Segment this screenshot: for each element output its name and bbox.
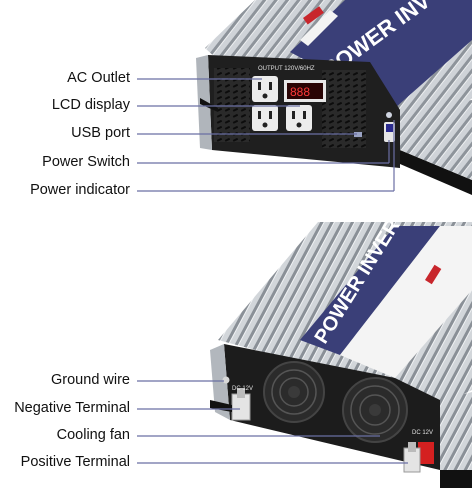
label-usb-port: USB port: [71, 125, 130, 141]
ac-outlet: [252, 76, 312, 131]
dc-label-right: DC 12V: [412, 430, 433, 436]
label-negative-terminal: Negative Terminal: [14, 400, 130, 416]
positive-terminal: [403, 442, 434, 473]
label-cooling-fan: Cooling fan: [56, 427, 130, 443]
top-base-rail: [200, 98, 218, 112]
dc-label-left: DC 12V: [232, 386, 253, 392]
cooling-fan: [263, 361, 408, 443]
label-ac-outlet: AC Outlet: [67, 70, 130, 86]
svg-text:888: 888: [290, 85, 310, 99]
output-label: OUTPUT 120V/60HZ: [258, 66, 315, 72]
label-lcd-display: LCD display: [51, 97, 130, 113]
label-power-indicator: Power indicator: [30, 182, 130, 198]
leader-lines: [137, 78, 408, 464]
label-ground-wire: Ground wire: [51, 372, 130, 388]
top-vent-left: [214, 68, 250, 142]
bottom-inverter: POWER INVERTER: [210, 181, 472, 488]
usb-port: [354, 132, 362, 137]
ground-screw: [222, 376, 230, 384]
lcd-display: 888: [284, 80, 326, 102]
top-label-panel: [290, 0, 472, 108]
bottom-label-panel: [300, 226, 440, 355]
label-positive-terminal: Positive Terminal: [20, 454, 130, 470]
label-power-switch: Power Switch: [42, 154, 130, 170]
power-indicator-led: [386, 112, 392, 118]
top-inverter: POWER INV OUTPUT 120V/60HZ: [196, 0, 472, 195]
